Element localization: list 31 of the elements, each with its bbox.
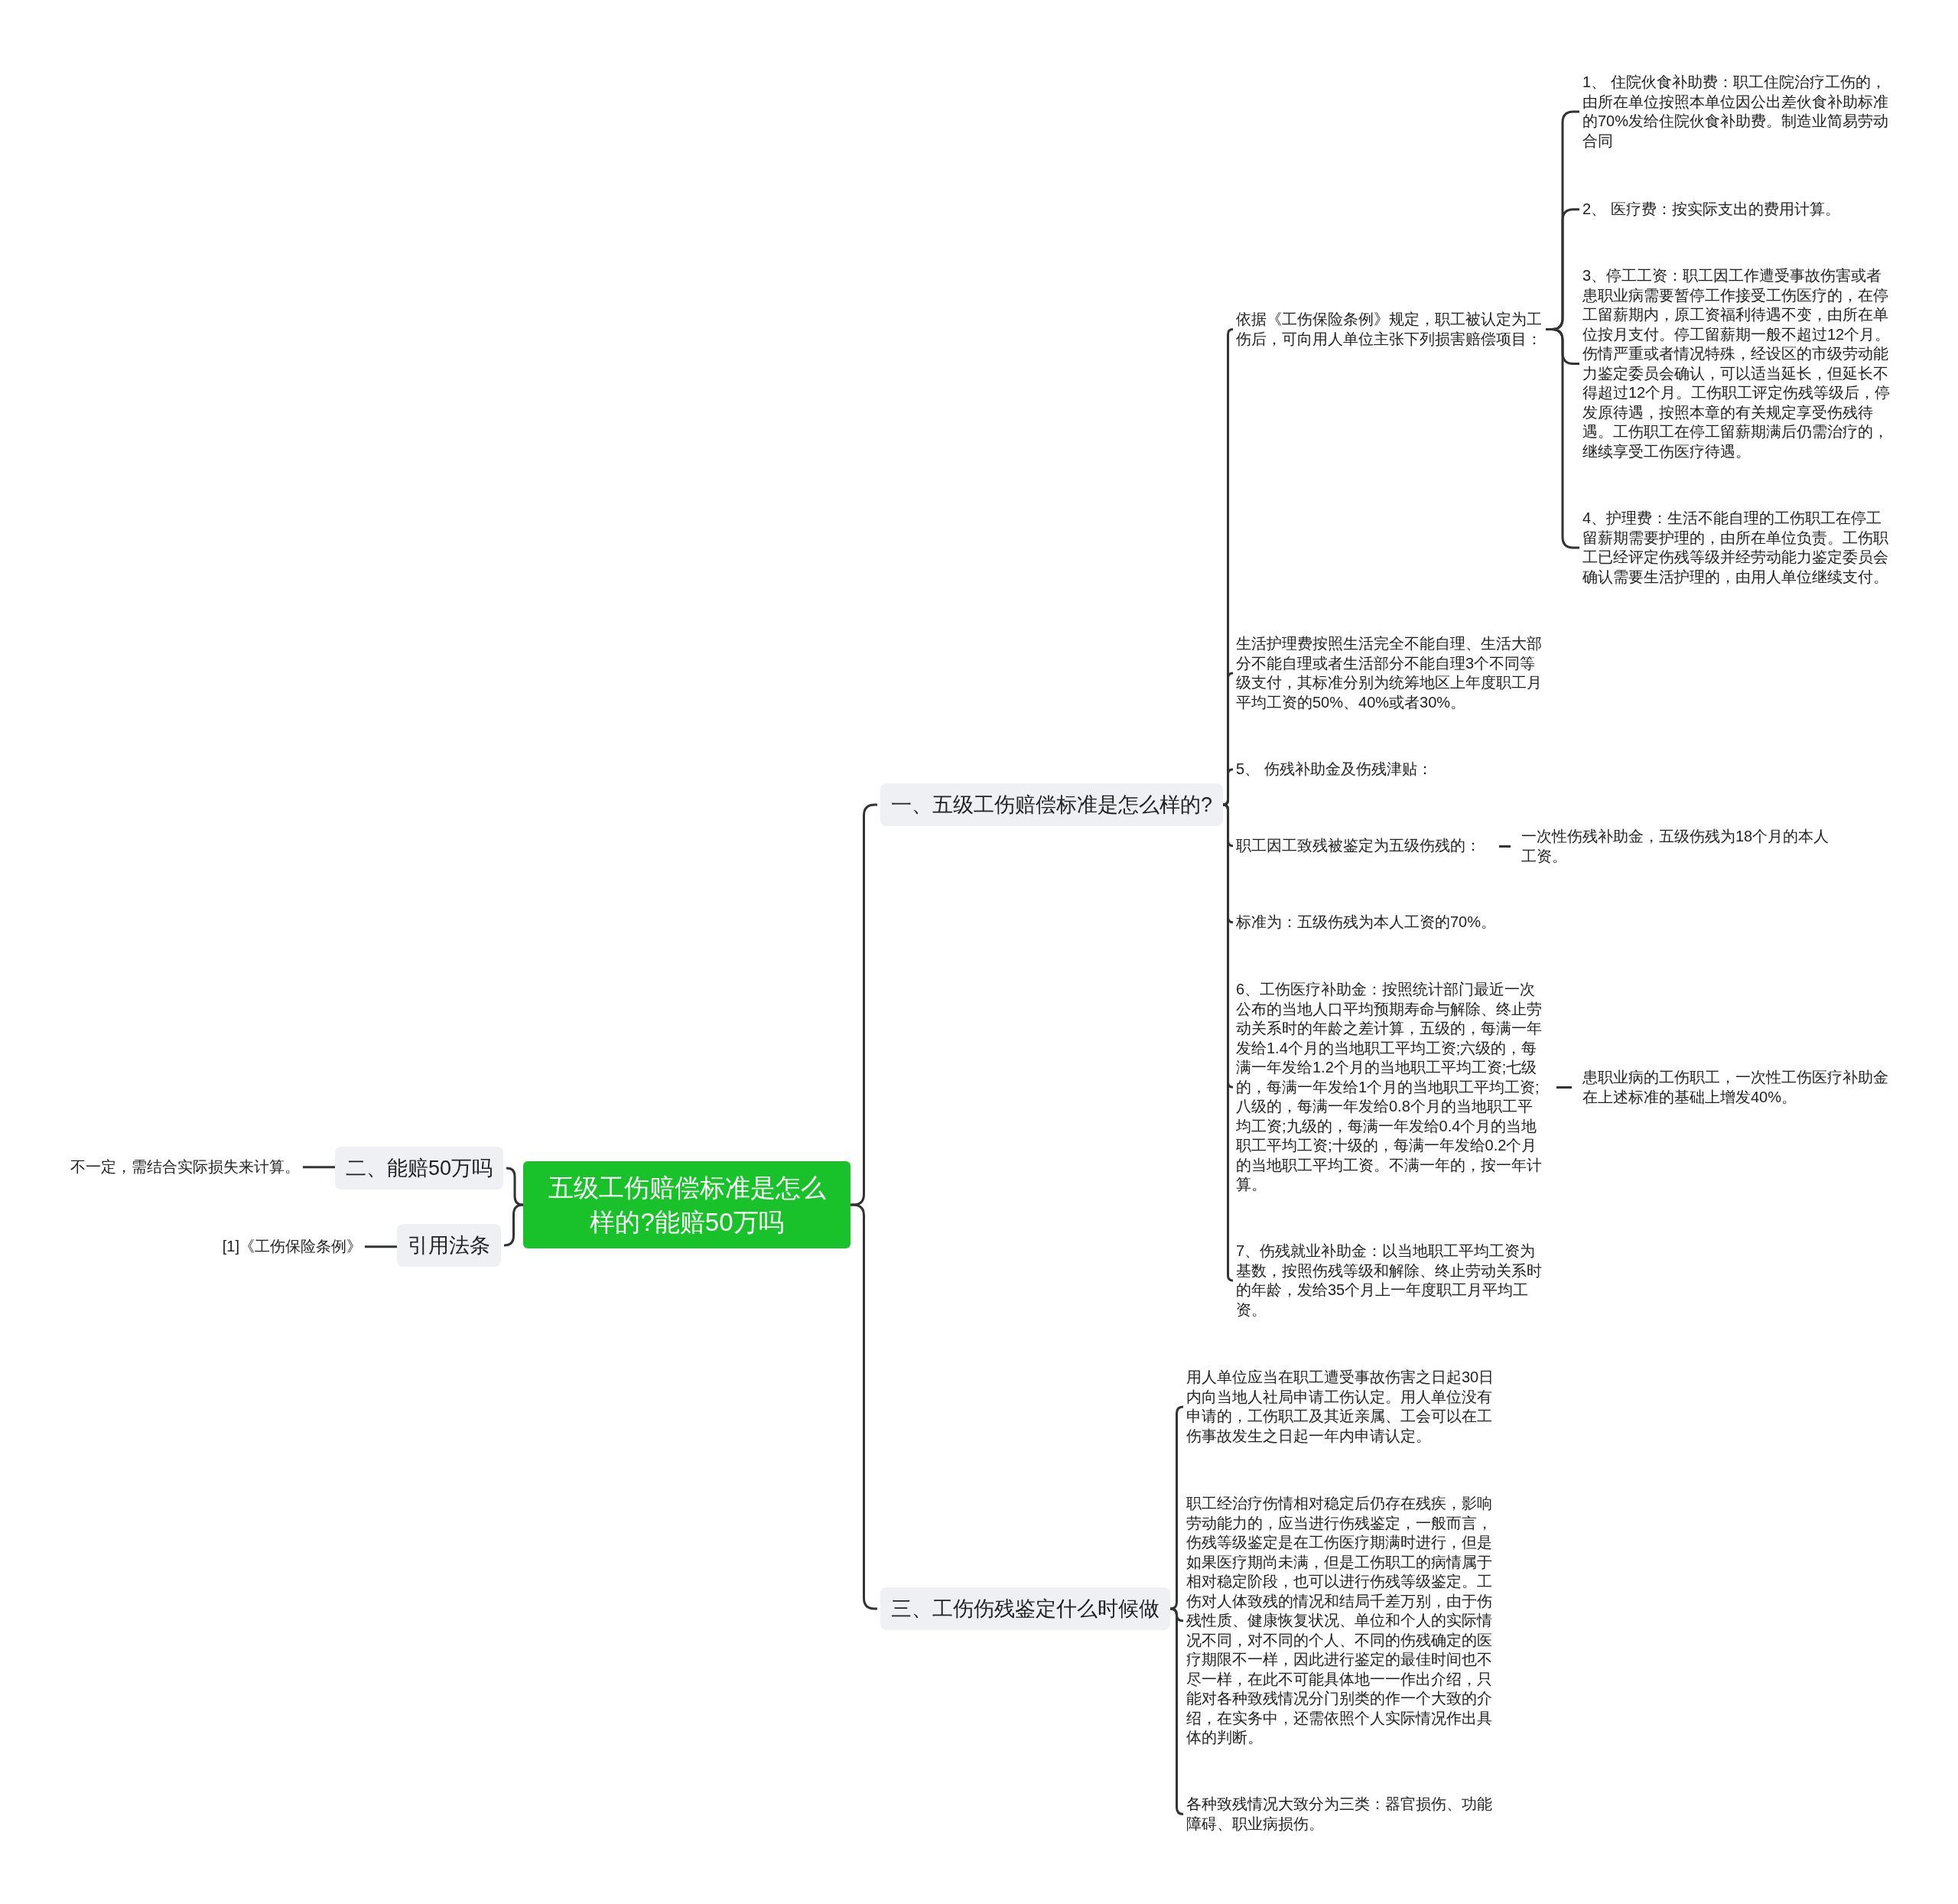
topic-text: 2、 医疗费：按实际支出的费用计算。 xyxy=(1582,200,1892,220)
connector-line xyxy=(1169,1607,1185,1815)
central-topic-box: 五级工伤赔偿标准是怎么样的?能赔50万吗 xyxy=(523,1161,851,1248)
topic-box: 一、五级工伤赔偿标准是怎么样的? xyxy=(880,783,1224,826)
topic-text: 一次性伤残补助金，五级伤残为18个月的本人工资。 xyxy=(1521,827,1831,866)
topic-text: 7、伤残就业补助金：以当地职工平均工资为基数，按照伤残等级和解除、终止劳动关系时的年龄，发给35个月上一年度职工月平均工资。 xyxy=(1236,1242,1546,1320)
topic-text: 不一定，需结合实际损失来计算。 xyxy=(70,1157,300,1177)
connector-line xyxy=(503,1203,525,1247)
topic-text: 6、工伤医疗补助金：按照统计部门最近一次公布的当地人口平均预期寿命与解除、终止劳动关系时的年龄之差计算，五级的，每满一年发给1.4个月的当地职工平均工资;六级的，每满一年发给1.2个月的当地职工平均工资;七级的，每满一年发给1个月的当地职工平均工资;八级的，每满一年发给0.8个月的当地职工平均工资;九级的，每满一年发给0.4个月的当地职工平均工资;十级的，每满一年发给0.2个月的当地职工平均工资。不满一年的，按一年计算。 xyxy=(1236,980,1546,1195)
topic-text: 各种致残情况大致分为三类：器官损伤、功能障碍、职业病损伤。 xyxy=(1186,1795,1496,1834)
topic-text: 标准为：五级伤残为本人工资的70%。 xyxy=(1236,913,1546,932)
connector-line xyxy=(303,1166,335,1169)
topic-box: 二、能赔50万吗 xyxy=(335,1147,504,1190)
topic-text: 职工因工致残被鉴定为五级伤残的： xyxy=(1236,836,1488,856)
topic-text: 用人单位应当在职工遭受事故伤害之日起30日内向当地人社局申请工伤认定。用人单位没有申请的，工伤职工及其近亲属、工会可以在工伤事故发生之日起一年内申请认定。 xyxy=(1186,1368,1496,1446)
topic-box: 引用法条 xyxy=(397,1224,501,1267)
topic-text: 4、护理费：生活不能自理的工伤职工在停工留薪期需要护理的，由所在单位负责。工伤职工已经评定伤残等级并经劳动能力鉴定委员会确认需要生活护理的，由用人单位继续支付。 xyxy=(1582,509,1892,587)
topic-box: 三、工伤伤残鉴定什么时候做 xyxy=(880,1587,1170,1630)
topic-text: 1、 住院伙食补助费：职工住院治疗工伤的，由所在单位按照本单位因公出差伙食补助标准的70%发给住院伙食补助费。制造业简易劳动合同 xyxy=(1582,73,1892,151)
connector-line xyxy=(1499,845,1511,848)
topic-text: 患职业病的工伤职工，一次性工伤医疗补助金在上述标准的基础上增发40%。 xyxy=(1582,1068,1892,1107)
topic-text: 职工经治疗伤情相对稳定后仍存在残疾，影响劳动能力的，应当进行伤残鉴定，一般而言，伤残等级鉴定是在工伤医疗期满时进行，但是如果医疗期尚未满，但是工伤职工的病情属于相对稳定阶段，也可以进行伤残等级鉴定。工伤对人体致残的情况和结局千差万别，由于伤残性质、健康恢复状况、单位和个人的实际情况不同，对不同的个人、不同的伤残确定的医疗期限不一样，因此进行鉴定的最佳时间也不尽一样，在此不可能具体地一一作出介绍，只能对各种致残情况分门别类的作一个大致的介绍，在实务中，还需依照个人实际情况作出具体的判断。 xyxy=(1186,1494,1496,1748)
topic-text: 依据《工伤保险条例》规定，职工被认定为工伤后，可向用人单位主张下列损害赔偿项目： xyxy=(1236,310,1546,349)
topic-text: 3、停工工资：职工因工作遭受事故伤害或者患职业病需要暂停工作接受工伤医疗的，在停工留薪期内，原工资福利待遇不变，由所在单位按月支付。停工留薪期一般不超过12个月。伤情严重或者情况特殊，经设区的市级劳动能力鉴定委员会确认，可以适当延长，但延长不得超过12个月。工伤职工评定伤残等级后，停发原待遇，按照本章的有关规定享受伤残待遇。工伤职工在停工留薪期满后仍需治疗的，继续享受工伤医疗待遇。 xyxy=(1582,266,1892,461)
connector-line xyxy=(365,1245,397,1248)
connector-line xyxy=(1169,1405,1185,1610)
topic-text: 生活护理费按照生活完全不能自理、生活大部分不能自理或者生活部分不能自理3个不同等级支付，其标准分别为统筹地区上年度职工月平均工资的50%、40%或者30%。 xyxy=(1236,634,1546,712)
connector-line xyxy=(1556,1086,1572,1089)
topic-text: 5、 伤残补助金及伤残津贴： xyxy=(1236,760,1546,780)
connector-line xyxy=(505,1167,525,1206)
topic-text: [1]《工伤保险条例》 xyxy=(222,1237,362,1257)
